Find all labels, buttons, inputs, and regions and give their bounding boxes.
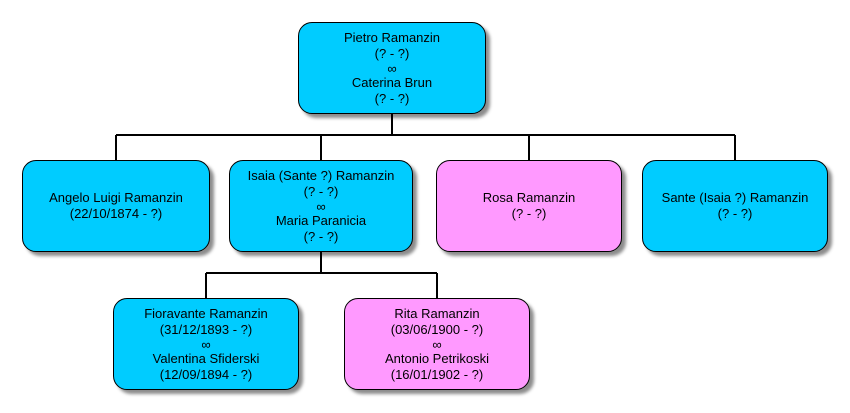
marriage-symbol: ∞ <box>387 60 397 76</box>
node-rita-ramanzin-couple[interactable]: Rita Ramanzin (03/06/1900 - ?) ∞ Antonio… <box>344 298 530 390</box>
person-name: Fioravante Ramanzin <box>144 305 268 321</box>
person-name: Rita Ramanzin <box>394 305 480 321</box>
node-sante-ramanzin[interactable]: Sante (Isaia ?) Ramanzin (? - ?) <box>642 160 828 252</box>
spouse-name: Valentina Sfiderski <box>152 350 260 366</box>
person-name: Pietro Ramanzin <box>343 29 441 45</box>
spouse-dates: (? - ?) <box>303 228 339 244</box>
person-name: Angelo Luigi Ramanzin <box>49 190 183 205</box>
person-name: Rosa Ramanzin <box>482 190 576 205</box>
node-angelo-luigi-ramanzin[interactable]: Angelo Luigi Ramanzin (22/10/1874 - ?) <box>22 160 210 252</box>
marriage-symbol: ∞ <box>316 198 326 214</box>
spouse-name: Caterina Brun <box>351 74 433 90</box>
person-dates: (03/06/1900 - ?) <box>390 321 484 337</box>
person-dates: (? - ?) <box>303 183 339 199</box>
spouse-name: Maria Paranicia <box>275 212 367 228</box>
node-isaia-ramanzin-couple[interactable]: Isaia (Sante ?) Ramanzin (? - ?) ∞ Maria… <box>229 160 413 252</box>
person-dates: (? - ?) <box>374 45 410 61</box>
node-rosa-ramanzin[interactable]: Rosa Ramanzin (? - ?) <box>436 160 622 252</box>
person-dates: (22/10/1874 - ?) <box>69 206 163 221</box>
person-name: Sante (Isaia ?) Ramanzin <box>661 190 809 205</box>
spouse-dates: (? - ?) <box>374 90 410 106</box>
marriage-symbol: ∞ <box>201 336 211 352</box>
spouse-dates: (16/01/1902 - ?) <box>390 366 484 382</box>
person-name: Isaia (Sante ?) Ramanzin <box>247 167 395 183</box>
spouse-dates: (12/09/1894 - ?) <box>159 366 253 382</box>
node-fioravante-ramanzin-couple[interactable]: Fioravante Ramanzin (31/12/1893 - ?) ∞ V… <box>113 298 299 390</box>
marriage-symbol: ∞ <box>432 336 442 352</box>
node-pietro-ramanzin-couple[interactable]: Pietro Ramanzin (? - ?) ∞ Caterina Brun … <box>298 22 486 114</box>
spouse-name: Antonio Petrikoski <box>384 350 490 366</box>
person-dates: (? - ?) <box>717 206 753 221</box>
person-dates: (? - ?) <box>511 206 547 221</box>
person-dates: (31/12/1893 - ?) <box>159 321 253 337</box>
